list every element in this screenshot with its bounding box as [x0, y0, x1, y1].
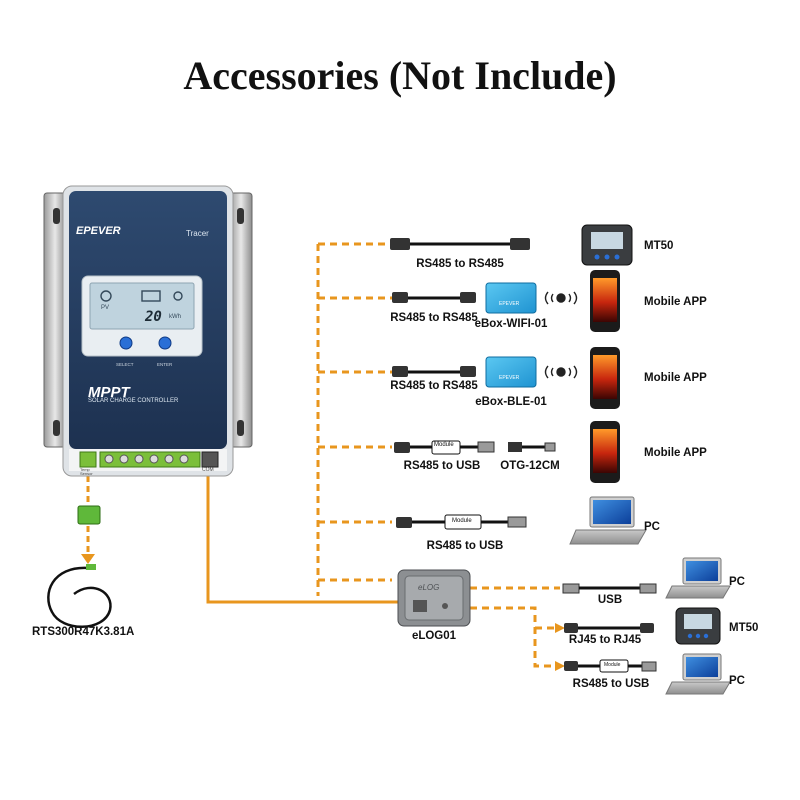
cable-label-rj45: RJ45 to RJ45 [568, 634, 642, 646]
bluetooth-waves-icon [544, 365, 578, 379]
enter-label: ENTER [157, 362, 173, 367]
cable-rs485-rs485-1 [390, 238, 530, 250]
ebox-wifi-text: EPEVER [499, 301, 520, 307]
cable-rs485-rs485-2 [392, 292, 476, 303]
com-port [201, 451, 219, 468]
battery-icon [141, 290, 161, 302]
cable-rj45 [564, 623, 654, 633]
device-label-app-1: Mobile APP [644, 296, 707, 308]
lcd-unit: kWh [169, 314, 181, 320]
cable-rs485-usb-3 [564, 659, 657, 673]
phone-1 [590, 270, 620, 332]
cable-rs485-rs485-3 [392, 366, 476, 377]
charge-controller [43, 185, 253, 477]
module-text-3: Module [604, 662, 621, 668]
elog-label: eLOG01 [411, 630, 457, 642]
laptop-3 [665, 653, 731, 695]
product-line: MPPT [88, 384, 130, 401]
ebox-wifi-adapter: EPEVER [485, 282, 537, 314]
arrow-rj45 [555, 623, 565, 633]
sensor-plug [77, 505, 101, 525]
lcd-screen [89, 282, 195, 330]
device-label-mt50-2: MT50 [729, 622, 759, 634]
select-button[interactable] [119, 336, 133, 350]
cable-label-rs485-usb: RS485 to USB [572, 678, 650, 690]
cable-usb [562, 583, 657, 594]
phone-3 [590, 421, 620, 483]
ebox-ble-adapter: EPEVER [485, 356, 537, 388]
cable-label-row4: RS485 to USB [403, 460, 481, 472]
page-title: Accessories (Not Include) [183, 53, 617, 98]
com-label: COM [202, 467, 214, 473]
adapter-label-ble: eBox-BLE-01 [475, 396, 547, 408]
cable-label-usb: USB [597, 594, 623, 606]
brand-logo: EPEVER [76, 225, 121, 237]
product-desc: SOLAR CHARGE CONTROLLER [88, 398, 179, 404]
temp-sensor-port [79, 451, 97, 468]
bulb-icon [173, 291, 183, 301]
cable-label-row1: RS485 to RS485 [416, 258, 504, 270]
device-label-pc-3: PC [729, 675, 745, 687]
wifi-waves-icon [544, 291, 578, 305]
device-label-mt50: MT50 [644, 240, 674, 252]
connection-lines [86, 242, 560, 668]
module-text-1: Module [434, 442, 454, 448]
mt50-meter-1 [581, 224, 633, 266]
cable-label-row2: RS485 to RS485 [390, 312, 478, 324]
cable-rs485-usb-1 [394, 440, 495, 455]
model-badge: Tracer [186, 229, 209, 238]
com-line [206, 476, 398, 604]
device-label-pc-1: PC [644, 521, 660, 533]
select-label: SELECT [116, 362, 134, 367]
elog-line-tree [470, 606, 560, 668]
adapter-label-wifi: eBox-WIFI-01 [474, 318, 548, 330]
elog-faceplate-text: eLOG [418, 583, 439, 592]
device-label-app-2: Mobile APP [644, 372, 707, 384]
terminal-block [99, 451, 201, 468]
sensor-cable [47, 566, 112, 628]
sun-icon [100, 290, 112, 302]
phone-2 [590, 347, 620, 409]
cable-label-row3: RS485 to RS485 [390, 380, 478, 392]
laptop-2 [665, 557, 731, 599]
lcd-value: 20 [145, 309, 162, 325]
laptop-1 [569, 496, 647, 545]
otg-cable [508, 442, 556, 452]
arrow-rs485-usb [555, 661, 565, 671]
sensor-arrow [81, 554, 95, 564]
adapter-label-otg: OTG-12CM [500, 460, 560, 472]
temp-sensor [47, 505, 112, 628]
module-text-2: Module [452, 518, 472, 524]
mt50-meter-2 [675, 607, 721, 645]
sensor-label: RTS300R47K3.81A [32, 626, 135, 638]
cable-rs485-usb-2 [396, 514, 527, 530]
device-label-app-3: Mobile APP [644, 447, 707, 459]
lcd-pv-label: PV [101, 305, 110, 311]
enter-button[interactable] [158, 336, 172, 350]
cable-label-row5: RS485 to USB [426, 540, 504, 552]
temp-sensor-label: Temp Sensor [80, 467, 93, 476]
ebox-ble-text: EPEVER [499, 375, 520, 381]
elog01-device: eLOG [397, 569, 471, 627]
device-label-pc-2: PC [729, 576, 745, 588]
